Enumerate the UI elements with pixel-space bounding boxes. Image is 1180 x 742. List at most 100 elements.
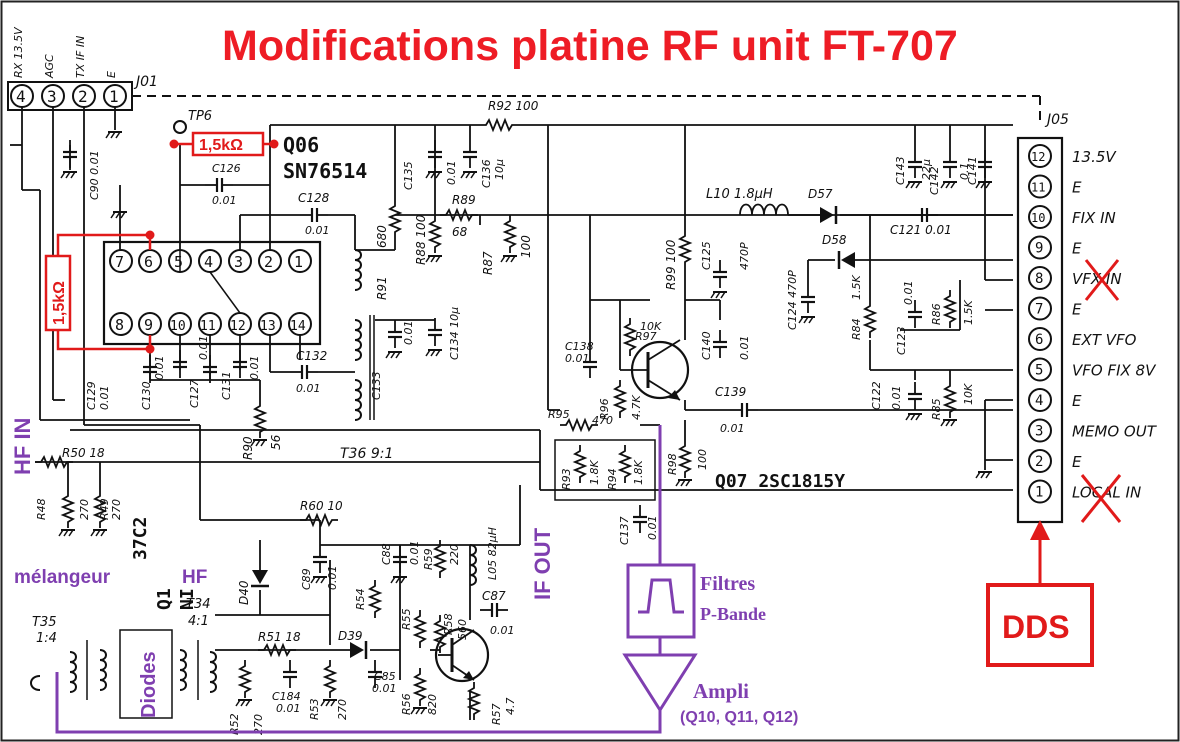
diagram-title: Modifications platine RF unit FT-707 bbox=[222, 22, 958, 70]
svg-text:12: 12 bbox=[230, 319, 246, 334]
c126-label: C126 bbox=[212, 162, 241, 175]
j05-pin-number: 11 bbox=[1031, 181, 1045, 195]
dashed-bus bbox=[132, 95, 1041, 120]
svg-text:R51 18: R51 18 bbox=[258, 630, 301, 644]
svg-text:C138: C138 bbox=[565, 340, 594, 353]
ic-bottom-pins: 8 9 10 11 12 13 14 bbox=[109, 312, 312, 336]
svg-text:E: E bbox=[105, 71, 118, 78]
svg-text:100: 100 bbox=[519, 235, 533, 258]
svg-text:10μ: 10μ bbox=[493, 159, 506, 180]
j05-pin-number: 2 bbox=[1035, 454, 1043, 470]
j05-pin-number: 12 bbox=[1031, 150, 1045, 164]
svg-text:AGC: AGC bbox=[43, 54, 56, 79]
j05-pin-label: E bbox=[1072, 240, 1082, 258]
svg-text:7: 7 bbox=[115, 253, 124, 271]
svg-text:R97: R97 bbox=[635, 330, 657, 343]
svg-text:14: 14 bbox=[290, 319, 306, 334]
svg-text:0.01: 0.01 bbox=[646, 516, 659, 541]
svg-text:0.01: 0.01 bbox=[153, 356, 166, 381]
svg-text:4:1: 4:1 bbox=[188, 614, 209, 629]
transformer-t34: T34 4:1 bbox=[179, 597, 217, 700]
j05-pin-label: E bbox=[1072, 301, 1082, 319]
svg-text:C133: C133 bbox=[370, 371, 383, 400]
j05-pin-number: 10 bbox=[1031, 211, 1045, 225]
svg-text:470P: 470P bbox=[738, 242, 751, 270]
svg-text:C184: C184 bbox=[272, 690, 301, 703]
svg-text:R98: R98 bbox=[666, 453, 679, 475]
svg-text:1.5K: 1.5K bbox=[962, 300, 975, 325]
top-decoupling bbox=[394, 125, 549, 410]
mod-resistor-left: 1,5kΩ bbox=[44, 230, 155, 354]
svg-text:270: 270 bbox=[78, 499, 91, 520]
svg-text:R88 100: R88 100 bbox=[414, 214, 428, 265]
svg-text:0.01: 0.01 bbox=[902, 281, 915, 306]
svg-text:820: 820 bbox=[426, 694, 439, 715]
svg-text:270: 270 bbox=[110, 499, 123, 520]
svg-text:10: 10 bbox=[170, 319, 186, 334]
svg-text:R99 100: R99 100 bbox=[664, 239, 678, 290]
svg-text:T34: T34 bbox=[186, 597, 210, 612]
ampli-label: Ampli bbox=[693, 679, 749, 703]
dds-block: DDS bbox=[986, 520, 1094, 667]
svg-text:R92 100: R92 100 bbox=[488, 99, 539, 113]
svg-text:R95: R95 bbox=[548, 408, 570, 421]
svg-text:R89: R89 bbox=[452, 193, 476, 207]
svg-text:1.8K: 1.8K bbox=[588, 460, 601, 485]
svg-text:R52: R52 bbox=[228, 713, 241, 735]
amplifier-block: Ampli (Q10, Q11, Q12) bbox=[622, 653, 798, 726]
svg-text:C142: C142 bbox=[928, 166, 941, 195]
svg-text:3: 3 bbox=[234, 253, 243, 271]
svg-text:1:4: 1:4 bbox=[36, 631, 57, 646]
svg-text:0.01: 0.01 bbox=[720, 422, 745, 435]
svg-text:0.01: 0.01 bbox=[445, 161, 458, 186]
j05-pin-label: VFO FIX 8V bbox=[1072, 362, 1157, 380]
svg-text:470: 470 bbox=[592, 414, 613, 427]
svg-text:C131: C131 bbox=[220, 371, 233, 400]
svg-text:R87: R87 bbox=[481, 251, 495, 275]
svg-text:R53: R53 bbox=[308, 698, 321, 720]
transformer-t35: T35 1:4 bbox=[32, 615, 107, 700]
j05-pin-number: 7 bbox=[1035, 302, 1043, 318]
j05-pin-label: VFX IN bbox=[1072, 270, 1122, 288]
svg-text:56: 56 bbox=[269, 434, 283, 450]
svg-text:1.5K: 1.5K bbox=[850, 275, 863, 300]
svg-text:100: 100 bbox=[696, 449, 709, 470]
filtres-label: Filtres bbox=[700, 573, 755, 595]
svg-text:C127: C127 bbox=[188, 379, 201, 408]
svg-text:D57: D57 bbox=[808, 187, 833, 201]
j05-pin-number: 9 bbox=[1035, 241, 1043, 257]
mod-resistor-top: 1,5kΩ bbox=[169, 131, 279, 157]
hf-in-label: HF IN bbox=[10, 418, 35, 475]
svg-text:NI: NI bbox=[177, 588, 198, 610]
svg-text:C88: C88 bbox=[380, 543, 393, 565]
svg-text:9: 9 bbox=[144, 316, 153, 334]
filter-block: Filtres P-Bande bbox=[626, 563, 766, 639]
p-bande-label: P-Bande bbox=[700, 604, 766, 624]
svg-text:C136: C136 bbox=[480, 159, 493, 188]
svg-text:680: 680 bbox=[375, 225, 389, 248]
svg-text:D39: D39 bbox=[338, 629, 363, 643]
svg-text:0.01: 0.01 bbox=[248, 356, 261, 381]
j05-pin-label: MEMO OUT bbox=[1072, 423, 1158, 441]
svg-text:0.01: 0.01 bbox=[738, 336, 751, 361]
svg-text:R55: R55 bbox=[400, 608, 413, 630]
svg-text:4: 4 bbox=[16, 87, 26, 106]
svg-text:0.01: 0.01 bbox=[402, 321, 415, 346]
svg-text:2: 2 bbox=[78, 87, 88, 106]
j05-pin-label: EXT VFO bbox=[1072, 331, 1137, 349]
svg-text:1: 1 bbox=[109, 87, 119, 106]
svg-text:6: 6 bbox=[144, 253, 153, 271]
svg-text:270: 270 bbox=[252, 714, 265, 735]
svg-text:0.01: 0.01 bbox=[490, 624, 515, 637]
svg-text:C87: C87 bbox=[482, 589, 506, 603]
svg-text:R91: R91 bbox=[375, 276, 389, 300]
svg-text:C137: C137 bbox=[618, 516, 631, 545]
svg-text:C123: C123 bbox=[895, 326, 908, 355]
svg-text:R54: R54 bbox=[354, 588, 367, 610]
